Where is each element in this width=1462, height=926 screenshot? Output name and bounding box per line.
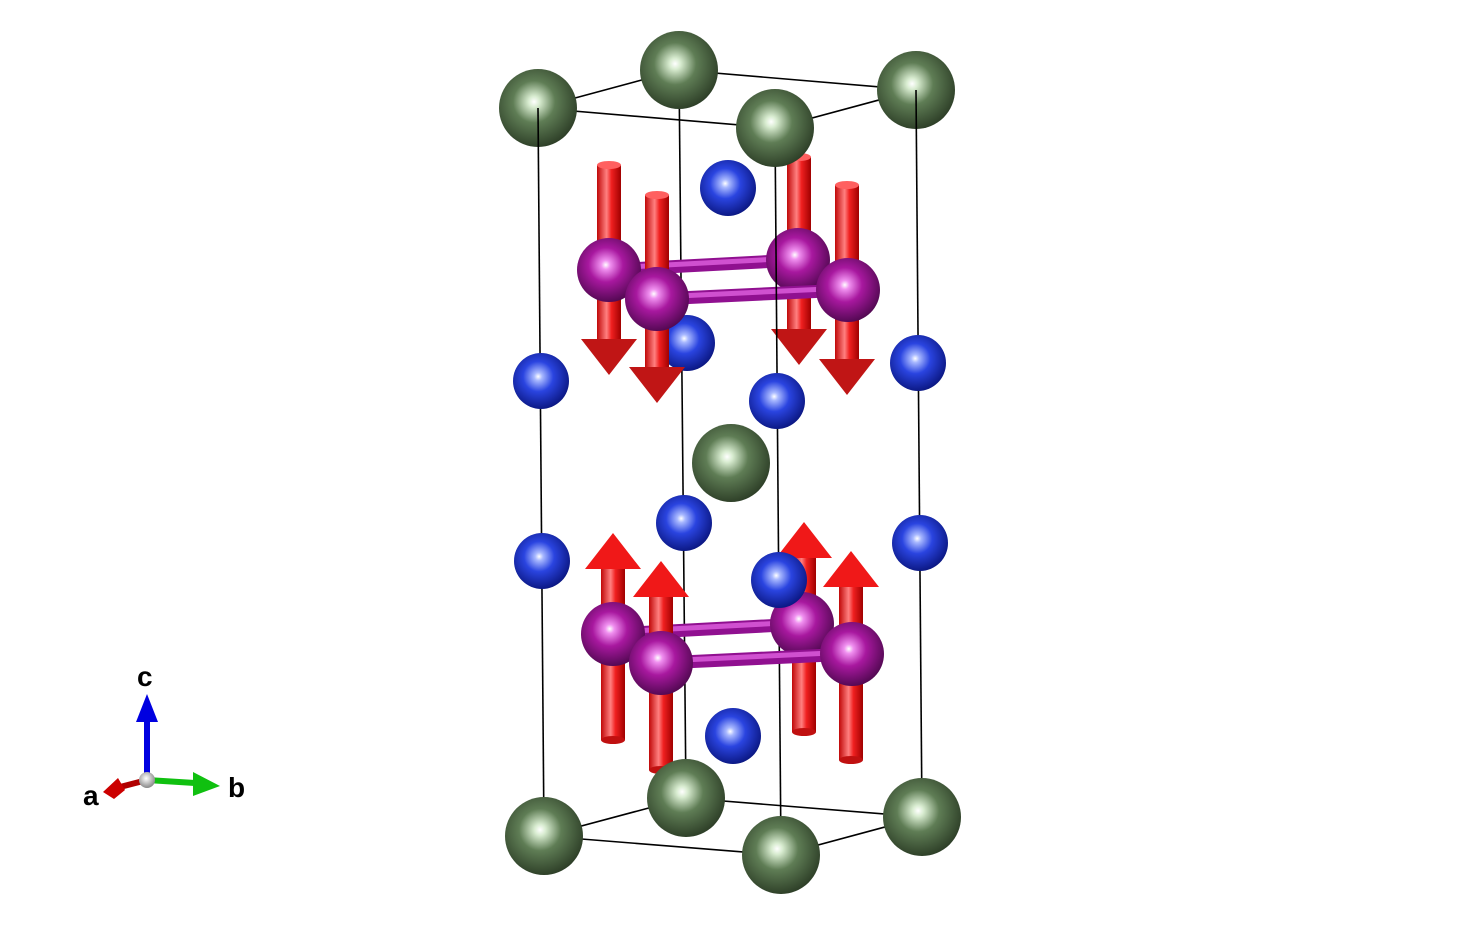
axis-c-label: c: [137, 661, 153, 692]
spin-arrow-head: [819, 359, 875, 395]
cell-edge: [915, 89, 923, 818]
axis-a-label: a: [83, 780, 99, 811]
blue-atom: [892, 515, 948, 571]
spin-arrow-head: [823, 551, 879, 587]
spin-arrow-cap: [839, 756, 863, 764]
magenta-atom: [629, 631, 693, 695]
blue-atom: [513, 353, 569, 409]
spin-arrow-head: [581, 339, 637, 375]
green-atom: [640, 31, 718, 109]
magenta-atom: [625, 267, 689, 331]
spin-arrow-cap: [597, 161, 621, 169]
cell-edge: [774, 127, 782, 856]
axis-indicator: a b c: [83, 661, 245, 811]
magenta-atom: [816, 258, 880, 322]
magenta-atom: [581, 602, 645, 666]
cell-edge: [678, 69, 687, 799]
blue-atom: [656, 495, 712, 551]
green-atom: [883, 778, 961, 856]
spin-arrow-head: [629, 367, 685, 403]
cell-edge: [537, 107, 545, 837]
axis-b-arrowhead: [193, 772, 220, 796]
spin-arrow-head: [776, 522, 832, 558]
cell-edge: [678, 69, 917, 91]
cell-edge: [543, 835, 782, 856]
spin-arrow-cap: [645, 191, 669, 199]
blue-atom: [705, 708, 761, 764]
axis-a-arrowhead: [103, 778, 125, 799]
axis-b-label: b: [228, 772, 245, 803]
spin-arrow-cap: [792, 728, 816, 736]
blue-atom: [751, 552, 807, 608]
green-atom: [647, 759, 725, 837]
spin-arrow-cap: [835, 181, 859, 189]
spin-arrow-head: [585, 533, 641, 569]
spin-arrow-head: [771, 329, 827, 365]
green-atom: [736, 89, 814, 167]
blue-atom: [659, 315, 715, 371]
cell-edge: [685, 797, 923, 818]
spin-arrow-head: [633, 561, 689, 597]
magenta-atom: [770, 592, 834, 656]
axis-c-arrowhead: [136, 694, 158, 722]
blue-atom: [890, 335, 946, 391]
green-atom: [505, 797, 583, 875]
blue-atom: [749, 373, 805, 429]
blue-atom: [514, 533, 570, 589]
magenta-atom: [766, 228, 830, 292]
blue-atom: [700, 160, 756, 216]
structure-layer: [499, 31, 961, 894]
spin-arrow-cap: [601, 736, 625, 744]
cell-edge: [537, 107, 776, 129]
axis-b-shaft: [146, 777, 196, 786]
magenta-atom: [820, 622, 884, 686]
magenta-atom: [577, 238, 641, 302]
green-atom: [692, 424, 770, 502]
green-atom: [742, 816, 820, 894]
axis-origin-sphere: [139, 772, 155, 788]
